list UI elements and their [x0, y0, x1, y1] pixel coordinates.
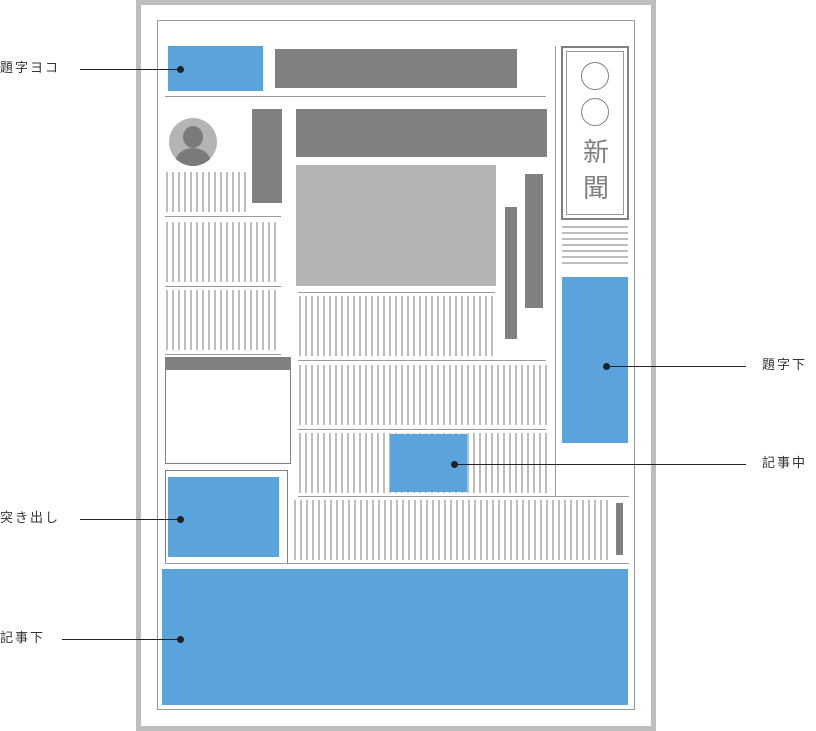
left-column-text-1 — [166, 172, 246, 212]
lower-divider — [165, 563, 629, 564]
main-article-photo — [296, 165, 496, 286]
leader-dai-yoko — [80, 69, 181, 70]
ad-space-below-masthead — [562, 277, 628, 443]
main-divider-4 — [298, 496, 629, 497]
label-dai-yoko: 題字ヨコ — [0, 61, 61, 76]
main-divider-1 — [298, 292, 495, 293]
masthead-glyph-2: 聞 — [582, 174, 609, 204]
left-column-divider-1 — [165, 216, 281, 217]
leader-daiji-shita — [606, 366, 746, 367]
avatar-body — [175, 148, 211, 166]
masthead-column-divider — [555, 46, 556, 496]
left-column-box-header — [166, 358, 290, 370]
masthead-info-lines — [562, 226, 628, 268]
masthead-title-box — [561, 46, 629, 220]
marker-dai-yoko — [177, 66, 184, 73]
main-divider-2 — [298, 360, 546, 361]
left-vertical-headline — [252, 109, 282, 203]
lower-article-text — [294, 500, 610, 560]
masthead-title-inner: 新 聞 — [566, 51, 624, 215]
leader-kiji-shita — [62, 639, 181, 640]
masthead-circle-2 — [581, 98, 609, 126]
label-kiji-naka: 記事中 — [762, 456, 808, 471]
ad-space-bottom — [162, 569, 628, 705]
newspaper-page-inner — [157, 20, 635, 710]
vertical-subheadline-2 — [505, 207, 517, 339]
avatar-head — [183, 126, 203, 148]
left-column-divider-3 — [165, 354, 281, 355]
left-column-box — [165, 357, 291, 464]
label-kiji-shita: 記事下 — [0, 631, 46, 646]
top-headline-block — [275, 49, 517, 88]
leader-tsukidashi — [80, 519, 181, 520]
left-column-divider-2 — [165, 286, 281, 287]
avatar-photo — [169, 118, 217, 166]
masthead-glyph-1: 新 — [582, 138, 609, 168]
main-headline-block — [296, 109, 547, 157]
label-tsukidashi: 突き出し — [0, 511, 61, 526]
label-daiji-shita: 題字下 — [762, 358, 808, 373]
header-divider — [165, 96, 546, 97]
lower-vertical-headline — [616, 503, 623, 555]
left-column-text-2 — [166, 222, 280, 282]
marker-kiji-shita — [177, 636, 184, 643]
ad-space-tsukidashi — [168, 477, 279, 557]
leader-kiji-naka — [454, 464, 746, 465]
vertical-subheadline-1 — [525, 174, 543, 308]
marker-tsukidashi — [177, 516, 184, 523]
main-article-text-1 — [299, 296, 494, 356]
main-divider-3 — [298, 429, 546, 430]
main-article-text-2 — [299, 365, 549, 425]
masthead-circle-1 — [581, 62, 609, 90]
left-column-text-3 — [166, 290, 280, 350]
